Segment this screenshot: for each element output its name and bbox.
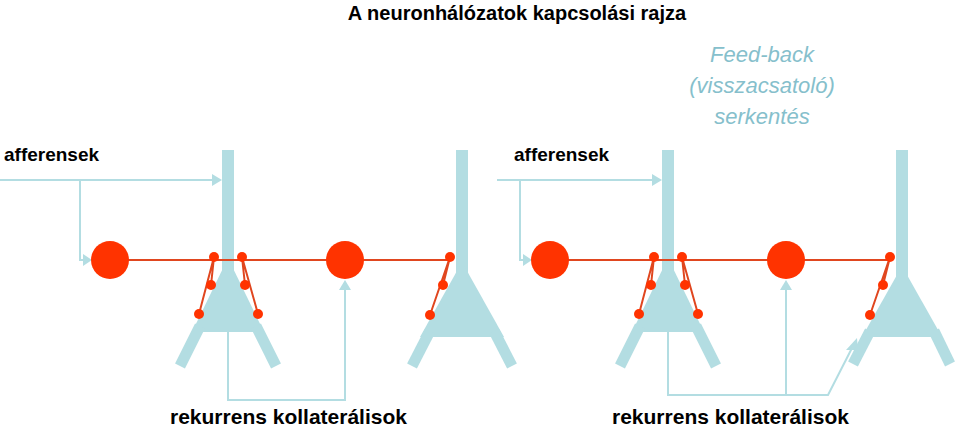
inhibitory-synapse [885,252,895,262]
afferent-label: afferensek [4,144,164,167]
interneuron-axon [430,257,450,315]
inhibitory-synapse [677,252,687,262]
basal-dendrite [412,331,430,366]
inhibitory-synapse [209,252,219,262]
interneuron [531,241,569,279]
inhibitory-synapse [253,309,263,319]
synapse-terminal [212,174,222,186]
interneuron [91,241,805,279]
basal-dendrite [180,326,950,366]
inhibitory-synapse [634,309,644,319]
pyramidal-neuron [896,150,908,280]
collateral-label: rekurrens kollaterálisok [612,404,882,429]
basal-dendrite [256,326,276,366]
pyramidal-neuron [632,258,704,332]
pyramidal-neuron [420,262,504,337]
synapse-terminal [339,280,351,290]
inhibitory-synapse [194,309,204,319]
afferent-fiber [0,179,214,181]
inhibitory-synapse [693,309,703,319]
interneuron-axon [550,259,890,261]
basal-dendrite [853,331,870,364]
pyramidal-neuron [192,150,942,337]
feedback-label: Feed-back (visszacsatoló) serkentés [662,40,862,132]
recurrent-collateral [786,348,852,395]
interneuron [91,241,129,279]
interneuron-axon [110,259,450,261]
inhibitory-synapse [240,280,250,290]
synapse-terminal [83,174,858,350]
basal-dendrite [180,326,200,366]
interneuron-axon [870,257,890,315]
inhibitory-synapse [445,252,455,262]
basal-dendrite [620,326,640,366]
recurrent-collateral [228,289,345,400]
synapse-terminal [523,254,532,266]
inhibitory-synapse [646,280,656,290]
pyramidal-neuron [456,150,468,280]
inhibitory-synapse [680,280,690,290]
basal-dendrite [696,326,716,366]
collateral-label: rekurrens kollaterálisok [170,404,440,429]
inhibitory-synapse [237,252,247,262]
inhibitory-synapse [865,310,875,320]
basal-dendrite [494,331,512,366]
diagram-title: A neuronhálózatok kapcsolási rajza [267,1,767,25]
recurrent-collateral [228,289,852,400]
inhibitory-synapse [438,280,448,290]
synapse-terminal [83,254,92,266]
afferent-fiber [80,180,85,260]
afferent-fiber [520,180,525,260]
recurrent-collateral [668,289,786,395]
synapse-terminal [652,174,662,186]
pyramidal-neuron [192,258,264,332]
inhibitory-synapse [425,310,435,320]
inhibitory-synapse [649,252,659,262]
inhibitory-synapse [878,280,888,290]
basal-dendrite [934,331,950,364]
synapse-terminal [780,280,792,290]
interneuron [767,241,805,279]
afferent-label: afferensek [514,144,674,167]
interneuron [326,241,364,279]
inhibitory-synapse [206,280,216,290]
